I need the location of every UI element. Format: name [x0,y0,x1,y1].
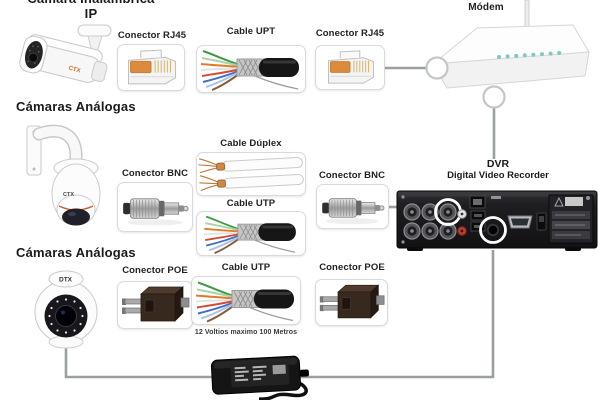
poe-balun-icon [319,284,385,319]
bnc-connector-icon [322,198,385,225]
rj45-connector-icon [328,50,374,84]
duplex-cable-icon [198,157,304,192]
label-cable-utp-bottom: Cable UTP [221,262,271,273]
utp-cable-icon [204,215,296,254]
rj45-connector-card-left [117,44,185,91]
cable-utp-card-middle [196,211,306,256]
node-rj45-modem [425,56,449,80]
ir-leds [48,298,84,334]
dvr-device [395,186,600,252]
node-modem-dvr [482,85,506,109]
bullet-camera-graphic: CTX [19,24,112,83]
bnc-connector-card-right [316,184,389,229]
power-adapter [205,350,315,400]
label-conector-poe-right: Conector POE [319,262,385,273]
label-cable-utp-middle: Cable UTP [226,198,276,209]
dome-camera-graphic: DTX [34,270,98,349]
poe-connector-card-right [315,279,388,326]
rj45-connector-icon [127,49,177,85]
dvr-rear-panel-graphic [396,190,598,251]
label-modem: Módem [468,2,504,13]
dvr-subtitle: Digital Video Recorder [447,170,549,181]
label-cable-duplex: Cable Dúplex [220,138,282,149]
utp-cable-icon [195,281,294,323]
utp-cable-icon [200,50,299,91]
poe-connector-card-left [117,281,193,329]
label-conector-poe-left: Conector POE [122,265,188,276]
section-heading-analog-ptz: Cámaras Análogas [16,99,136,114]
heading-ip-line2: IP [84,5,98,21]
cable-upt-card [196,45,306,93]
poe-balun-icon [122,286,190,322]
cable-utp-card-bottom [191,276,301,325]
power-adapter-graphic [210,355,309,400]
power-jack [486,223,500,237]
cable-duplex-card [196,152,306,196]
label-conector-rj45-left: Conector RJ45 [117,30,187,41]
voltage-distance-note: 12 Voltios maximo 100 Metros [194,329,298,336]
power-cable [258,380,308,400]
modem-router-graphic [432,0,590,89]
power-highlight-ring [479,216,507,244]
camera-brand-text: CTX [68,66,81,75]
dvr-label: DVR Digital Video Recorder [398,158,598,182]
ptz-dome-camera: CTX [25,112,110,240]
section-heading-analog-dome: Cámaras Análogas [16,245,136,260]
label-conector-rj45-right: Conector RJ45 [315,28,385,39]
camera-brand-text: DTX [59,277,73,284]
modem-device [425,0,600,100]
rj45-connector-card-right [315,45,385,90]
label-conector-bnc-right: Conector BNC [318,170,386,181]
bnc-ports [403,203,457,240]
label-cable-upt: Cable UPT [226,26,276,37]
bnc-connector-icon [123,198,189,226]
dome-camera: DTX [33,266,103,350]
heading-ip-line1: Cámara Inalámbrica [5,0,177,7]
dvr-title: DVR [486,158,510,170]
camera-brand-text: CTX [63,192,74,198]
label-conector-bnc-left: Conector BNC [121,168,189,179]
bullet-ip-camera: CTX [8,22,113,97]
section-heading-ip: Cámara Inalámbrica IP [5,0,177,21]
ptz-camera-graphic: CTX [26,124,101,226]
bnc-connector-card-left [117,182,193,232]
modem-leds [497,51,562,59]
